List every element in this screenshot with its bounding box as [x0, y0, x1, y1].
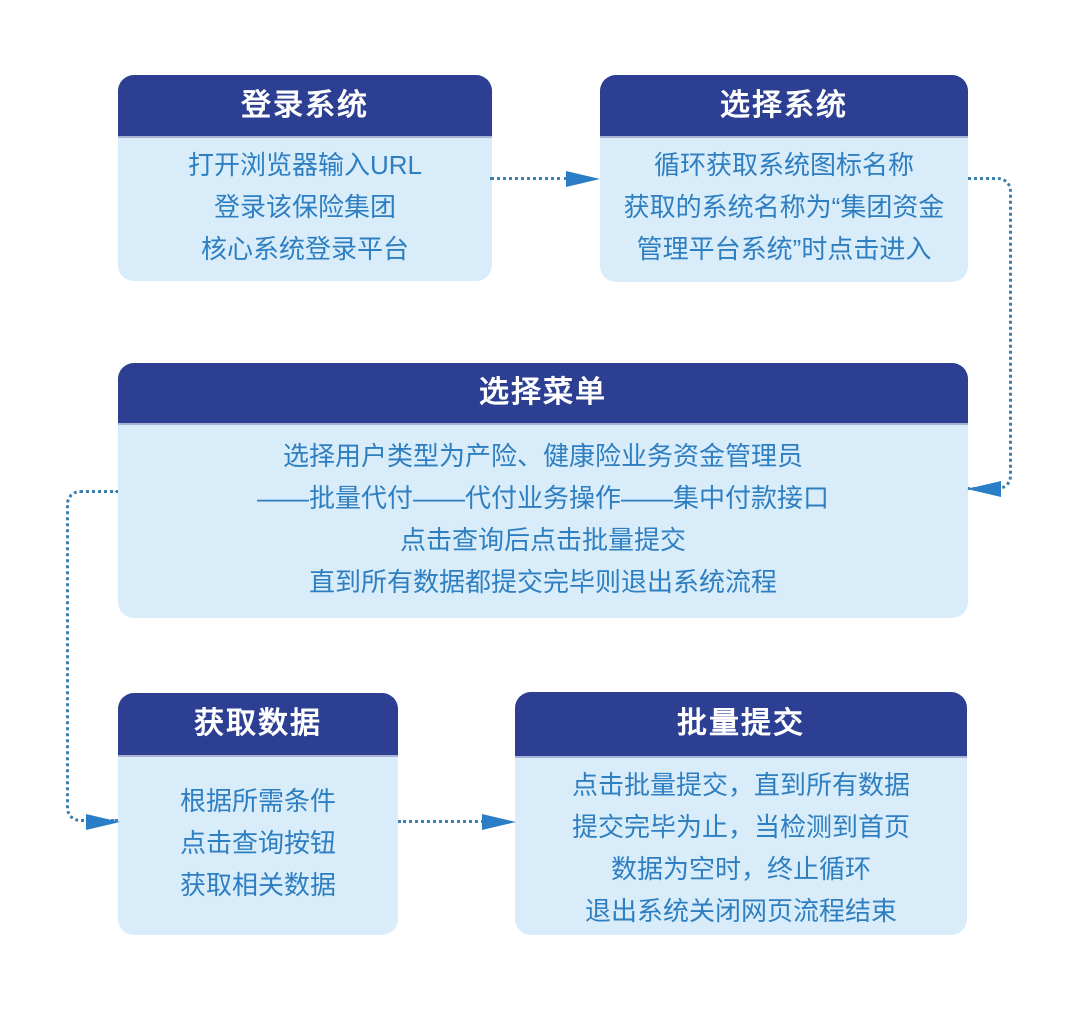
flow-node-batch-submit: 批量提交 点击批量提交，直到所有数据 提交完毕为止，当检测到首页 数据为空时，终…: [515, 692, 967, 935]
body-line: 选择用户类型为产险、健康险业务资金管理员: [282, 440, 803, 471]
node-body: 根据所需条件 点击查询按钮 获取相关数据: [118, 757, 398, 935]
connector-login-to-select-system: [490, 177, 568, 180]
body-line: 提交完毕为止，当检测到首页: [571, 812, 910, 842]
node-title: 选择菜单: [479, 376, 607, 409]
body-line: ——批量代付——代付业务操作——集中付款接口: [256, 482, 829, 513]
node-header: 批量提交: [515, 692, 967, 758]
flow-node-select-system: 选择系统 循环获取系统图标名称 获取的系统名称为“集团资金 管理平台系统”时点击…: [600, 75, 968, 282]
node-header: 选择菜单: [118, 363, 968, 425]
node-title: 登录系统: [241, 88, 369, 122]
node-body: 打开浏览器输入URL 登录该保险集团 核心系统登录平台: [118, 138, 492, 281]
body-line: 核心系统登录平台: [200, 234, 409, 264]
node-title: 批量提交: [677, 707, 805, 740]
node-body: 选择用户类型为产险、健康险业务资金管理员 ——批量代付——代付业务操作——集中付…: [118, 425, 968, 618]
body-line: 打开浏览器输入URL: [187, 150, 422, 180]
body-line: 点击查询后点击批量提交: [399, 524, 686, 555]
body-line: 获取相关数据: [179, 870, 336, 900]
flow-node-login: 登录系统 打开浏览器输入URL 登录该保险集团 核心系统登录平台: [118, 75, 492, 281]
node-body: 点击批量提交，直到所有数据 提交完毕为止，当检测到首页 数据为空时，终止循环 退…: [515, 758, 967, 935]
node-title: 获取数据: [194, 707, 322, 740]
body-line: 数据为空时，终止循环: [610, 854, 871, 884]
flow-node-select-menu: 选择菜单 选择用户类型为产险、健康险业务资金管理员 ——批量代付——代付业务操作…: [118, 363, 968, 618]
connector-get-data-to-batch-submit: [398, 820, 484, 823]
node-title: 选择系统: [720, 88, 848, 122]
arrow-right-icon: [566, 171, 600, 187]
body-line: 获取的系统名称为“集团资金: [623, 192, 945, 222]
node-header: 选择系统: [600, 75, 968, 138]
flow-node-get-data: 获取数据 根据所需条件 点击查询按钮 获取相关数据: [118, 693, 398, 935]
body-line: 点击查询按钮: [179, 828, 336, 858]
body-line: 管理平台系统”时点击进入: [636, 234, 932, 264]
node-body: 循环获取系统图标名称 获取的系统名称为“集团资金 管理平台系统”时点击进入: [600, 138, 968, 282]
body-line: 登录该保险集团: [213, 192, 396, 222]
body-line: 根据所需条件: [179, 786, 336, 816]
node-header: 获取数据: [118, 693, 398, 757]
arrow-right-icon: [482, 814, 516, 830]
body-line: 点击批量提交，直到所有数据: [571, 770, 910, 800]
connector-select-system-to-select-menu: [968, 177, 1012, 490]
body-line: 循环获取系统图标名称: [653, 150, 914, 180]
node-header: 登录系统: [118, 75, 492, 138]
arrow-right-icon: [86, 814, 120, 830]
connector-select-menu-to-get-data: [66, 490, 118, 822]
arrow-left-icon: [967, 481, 1001, 497]
body-line: 直到所有数据都提交完毕则退出系统流程: [308, 566, 777, 597]
body-line: 退出系统关闭网页流程结束: [584, 896, 897, 926]
